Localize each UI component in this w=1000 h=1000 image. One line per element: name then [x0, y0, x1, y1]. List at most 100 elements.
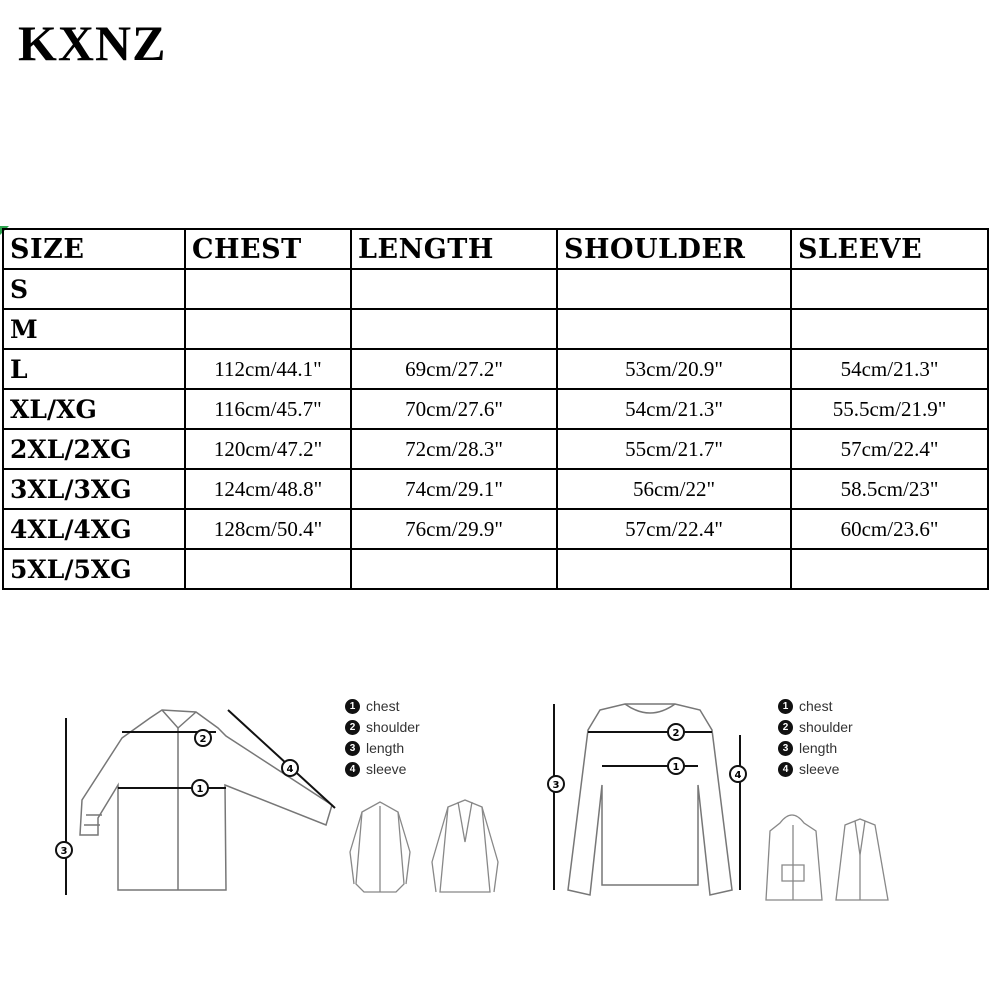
- number-icon: 1: [345, 699, 360, 714]
- number-icon: 2: [345, 720, 360, 735]
- svg-text:1: 1: [197, 784, 204, 795]
- number-icon: 3: [345, 741, 360, 756]
- shoulder-cell: 57cm/22.4": [556, 508, 792, 550]
- number-icon: 3: [778, 741, 793, 756]
- table-row: 5XL/5XG: [2, 548, 989, 590]
- legend-label: shoulder: [366, 719, 420, 735]
- size-cell: XL/XG: [2, 388, 186, 430]
- table-row: 4XL/4XG 128cm/50.4" 76cm/29.9" 57cm/22.4…: [2, 508, 989, 550]
- table-row: XL/XG 116cm/45.7" 70cm/27.6" 54cm/21.3" …: [2, 388, 989, 430]
- legend-label: chest: [366, 698, 400, 714]
- legend-label: sleeve: [799, 761, 840, 777]
- sleeve-cell: [790, 308, 989, 350]
- table-row: M: [2, 308, 989, 350]
- legend-label: shoulder: [799, 719, 853, 735]
- legend-item: 4 sleeve: [778, 759, 853, 780]
- size-cell: 5XL/5XG: [2, 548, 186, 590]
- shoulder-cell: 56cm/22": [556, 468, 792, 510]
- number-icon: 1: [778, 699, 793, 714]
- shoulder-marker: 2: [194, 729, 212, 747]
- svg-text:3: 3: [553, 780, 560, 791]
- header-chest: CHEST: [184, 228, 352, 270]
- size-cell: L: [2, 348, 186, 390]
- sleeve-cell: [790, 548, 989, 590]
- header-size: SIZE: [2, 228, 186, 270]
- shoulder-cell: 54cm/21.3": [556, 388, 792, 430]
- shoulder-cell: [556, 268, 792, 310]
- svg-text:1: 1: [673, 762, 680, 773]
- sleeve-cell: 58.5cm/23": [790, 468, 989, 510]
- size-cell: 4XL/4XG: [2, 508, 186, 550]
- table-row: L 112cm/44.1" 69cm/27.2" 53cm/20.9" 54cm…: [2, 348, 989, 390]
- shirt-measurement-diagram: 1 2 3 4: [55, 709, 336, 895]
- svg-text:2: 2: [673, 728, 680, 739]
- hoodie-cardigan-sketches: [765, 814, 889, 901]
- length-marker: 3: [55, 841, 73, 859]
- sleeve-marker: 4: [281, 759, 299, 777]
- legend-left: 1 chest 2 shoulder 3 length 4 sleeve: [345, 696, 420, 780]
- legend-item: 1 chest: [345, 696, 420, 717]
- table-header-row: SIZE CHEST LENGTH SHOULDER SLEEVE: [2, 228, 989, 270]
- jacket-sketches: [349, 799, 499, 893]
- chest-cell: 120cm/47.2": [184, 428, 352, 470]
- shoulder-cell: [556, 308, 792, 350]
- chest-cell: 128cm/50.4": [184, 508, 352, 550]
- chest-cell: 124cm/48.8": [184, 468, 352, 510]
- svg-text:4: 4: [735, 770, 742, 781]
- sleeve-marker: 4: [729, 765, 747, 783]
- chest-cell: [184, 268, 352, 310]
- shoulder-cell: 53cm/20.9": [556, 348, 792, 390]
- length-cell: [350, 548, 558, 590]
- header-sleeve: SLEEVE: [790, 228, 989, 270]
- table-row: S: [2, 268, 989, 310]
- legend-item: 4 sleeve: [345, 759, 420, 780]
- table-row: 3XL/3XG 124cm/48.8" 74cm/29.1" 56cm/22" …: [2, 468, 989, 510]
- length-cell: 74cm/29.1": [350, 468, 558, 510]
- size-cell: S: [2, 268, 186, 310]
- length-cell: [350, 308, 558, 350]
- legend-label: length: [799, 740, 838, 756]
- legend-right: 1 chest 2 shoulder 3 length 4 sleeve: [778, 696, 853, 780]
- number-icon: 4: [345, 762, 360, 777]
- sleeve-cell: [790, 268, 989, 310]
- number-icon: 4: [778, 762, 793, 777]
- size-cell: M: [2, 308, 186, 350]
- length-marker: 3: [547, 775, 565, 793]
- legend-item: 3 length: [778, 738, 853, 759]
- svg-text:2: 2: [200, 734, 207, 745]
- sleeve-cell: 60cm/23.6": [790, 508, 989, 550]
- length-cell: 69cm/27.2": [350, 348, 558, 390]
- legend-item: 3 length: [345, 738, 420, 759]
- table-row: 2XL/2XG 120cm/47.2" 72cm/28.3" 55cm/21.7…: [2, 428, 989, 470]
- size-cell: 2XL/2XG: [2, 428, 186, 470]
- legend-label: length: [366, 740, 405, 756]
- chest-cell: 116cm/45.7": [184, 388, 352, 430]
- legend-label: sleeve: [366, 761, 407, 777]
- legend-item: 2 shoulder: [778, 717, 853, 738]
- brand-logo: KXNZ: [18, 15, 167, 71]
- shoulder-cell: [556, 548, 792, 590]
- legend-item: 1 chest: [778, 696, 853, 717]
- number-icon: 2: [778, 720, 793, 735]
- sleeve-cell: 55.5cm/21.9": [790, 388, 989, 430]
- length-cell: [350, 268, 558, 310]
- chest-cell: 112cm/44.1": [184, 348, 352, 390]
- chest-marker: 1: [667, 757, 685, 775]
- length-cell: 70cm/27.6": [350, 388, 558, 430]
- legend-item: 2 shoulder: [345, 717, 420, 738]
- chest-cell: [184, 548, 352, 590]
- header-shoulder: SHOULDER: [556, 228, 792, 270]
- legend-label: chest: [799, 698, 833, 714]
- sleeve-cell: 54cm/21.3": [790, 348, 989, 390]
- header-length: LENGTH: [350, 228, 558, 270]
- svg-text:3: 3: [61, 846, 68, 857]
- size-chart-table: SIZE CHEST LENGTH SHOULDER SLEEVE S M L …: [2, 228, 989, 590]
- svg-text:4: 4: [287, 764, 294, 775]
- shoulder-marker: 2: [667, 723, 685, 741]
- size-cell: 3XL/3XG: [2, 468, 186, 510]
- length-cell: 76cm/29.9": [350, 508, 558, 550]
- sweater-measurement-diagram: 1 2 3 4: [547, 703, 747, 896]
- shoulder-cell: 55cm/21.7": [556, 428, 792, 470]
- chest-marker: 1: [191, 779, 209, 797]
- chest-cell: [184, 308, 352, 350]
